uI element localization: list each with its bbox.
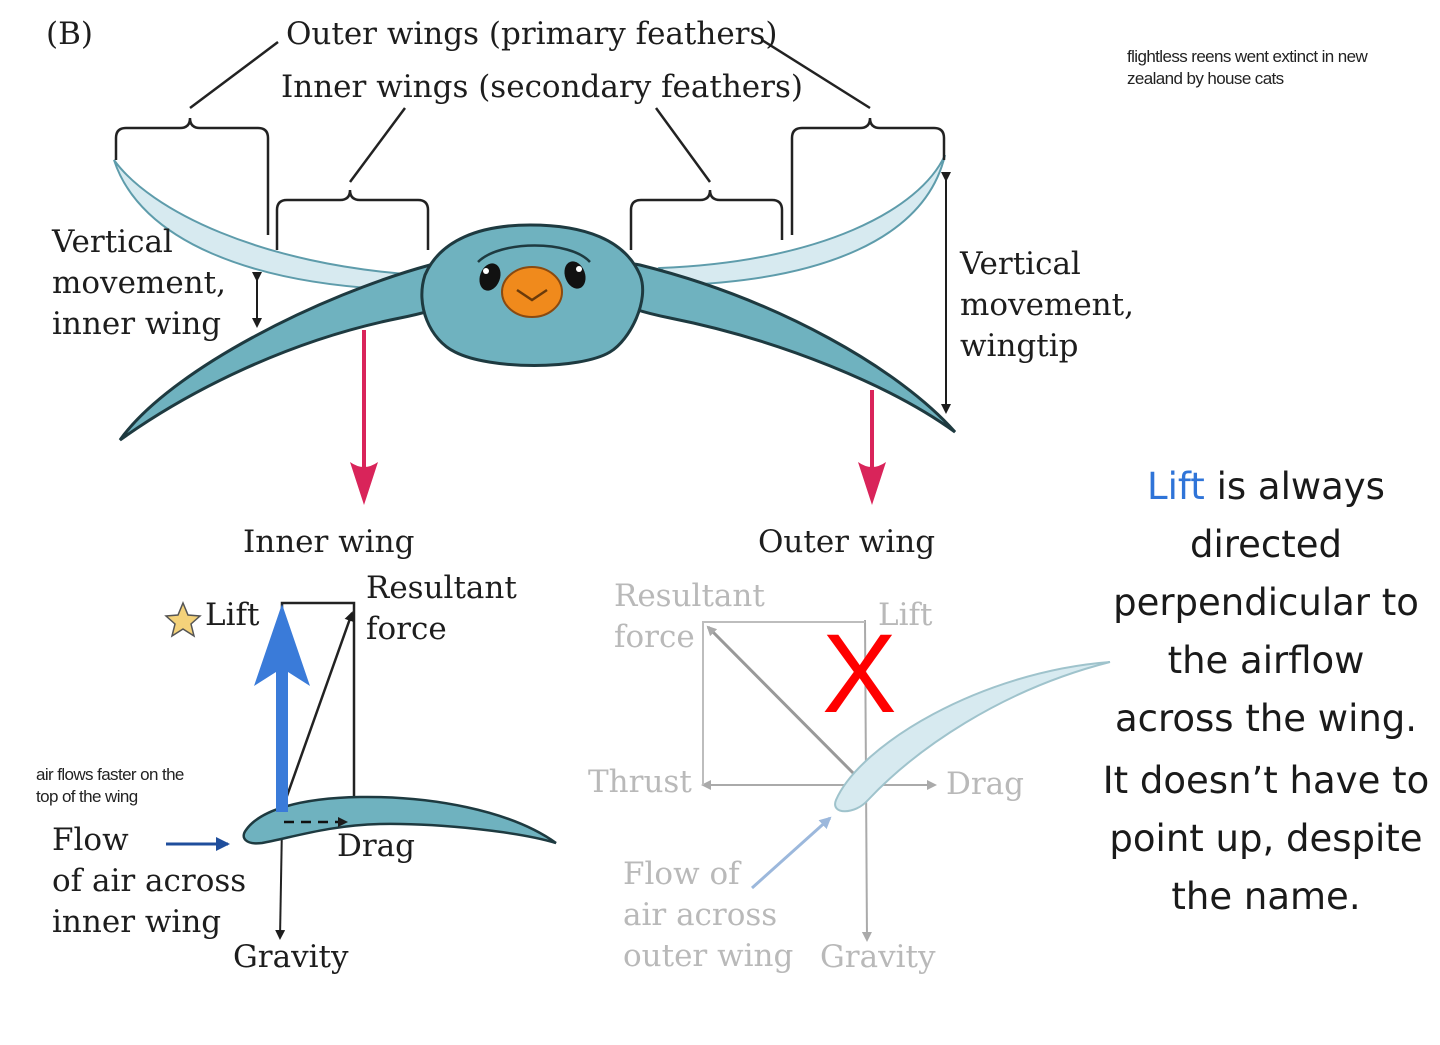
inner-wing-title: Inner wing (243, 524, 415, 560)
lift-explanation: Lift is always directed perpendicular to… (1102, 465, 1430, 918)
flow-arrow-outer (750, 816, 832, 890)
beak (501, 266, 563, 318)
inner-wing-brackets (275, 107, 784, 250)
outer-wing-brackets (114, 38, 946, 235)
brow-line (477, 244, 591, 263)
outer-drag-label: Drag (946, 766, 1024, 802)
inner-resultant-label: Resultant force (366, 570, 517, 647)
outer-wing-title: Outer wing (758, 524, 936, 560)
outer-thrust-label: Thrust (588, 764, 692, 800)
vertical-movement-wingtip-label: Vertical movement, wingtip (960, 246, 1134, 364)
inner-force-diagram (164, 601, 557, 940)
outer-force-diagram (701, 619, 1111, 942)
right-outer-wing (657, 154, 946, 287)
star-icon (164, 601, 202, 638)
outer-lift-label: Lift (878, 597, 933, 633)
inner-wings-label: Inner wings (secondary feathers) (281, 69, 803, 105)
inner-flow-label: Flow of air across inner wing (52, 822, 247, 940)
vertical-movement-inner-label: Vertical movement, inner wing (52, 224, 226, 342)
lift-arrow (254, 604, 310, 812)
extinction-note: flightless reens went extinct in new zea… (1127, 47, 1368, 88)
panel-label: (B) (46, 16, 93, 52)
outer-airfoil (834, 661, 1111, 813)
outer-gravity-label: Gravity (820, 939, 936, 975)
cross-mark: X (822, 611, 897, 736)
airflow-note: air flows faster on the top of the wing (36, 765, 184, 806)
inner-drag-label: Drag (337, 828, 415, 864)
inner-airfoil (242, 795, 557, 845)
inner-lift-label: Lift (205, 597, 260, 633)
lift-word: Lift (1147, 465, 1205, 508)
outer-wings-label: Outer wings (primary feathers) (286, 16, 778, 52)
red-arrows (350, 330, 886, 505)
right-inner-wing (600, 261, 957, 434)
inner-gravity-label: Gravity (233, 939, 349, 975)
outer-resultant-label: Resultant force (614, 578, 765, 655)
outer-flow-label: Flow of air across outer wing (623, 856, 794, 974)
